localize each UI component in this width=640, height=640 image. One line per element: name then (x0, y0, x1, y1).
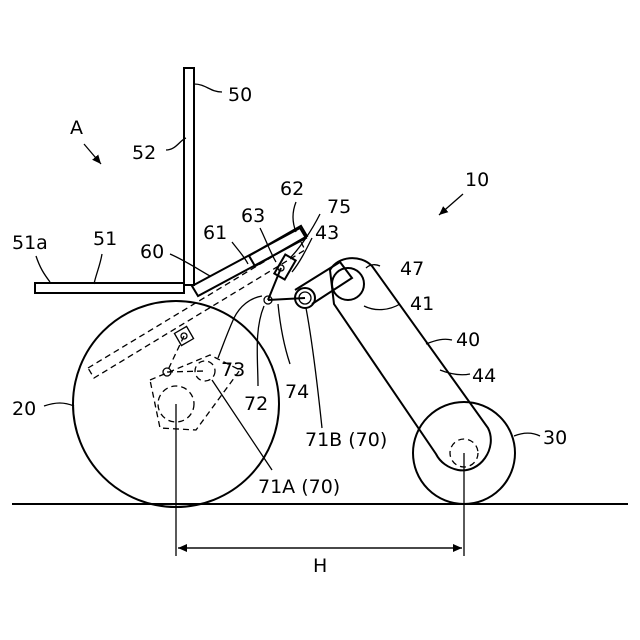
label-51a: 51a (12, 232, 48, 254)
leader-41 (364, 304, 400, 310)
label-74: 74 (285, 381, 309, 403)
label-73: 73 (221, 359, 245, 381)
leader-62 (293, 202, 296, 232)
label-52: 52 (132, 142, 156, 164)
leader-51 (94, 254, 102, 284)
seat-back (184, 68, 194, 285)
label-63: 63 (241, 205, 265, 227)
label-44: 44 (472, 365, 496, 387)
label-75: 75 (327, 196, 351, 218)
label-43: 43 (315, 222, 339, 244)
label-60: 60 (140, 241, 164, 263)
label-71A: 71A (70) (258, 476, 340, 498)
label-47: 47 (400, 258, 424, 280)
label-51: 51 (93, 228, 117, 250)
label-10: 10 (465, 169, 489, 191)
leader-50 (194, 84, 222, 92)
seat (35, 283, 184, 293)
slider-62 (249, 226, 307, 266)
label-H: H (313, 555, 327, 577)
label-50: 50 (228, 84, 252, 106)
leader-40 (426, 339, 452, 344)
leader-73 (218, 296, 262, 358)
leader-20 (44, 403, 74, 406)
leader-44 (440, 370, 470, 375)
label-71B: 71B (70) (305, 429, 387, 451)
view-A-arrow (84, 144, 101, 164)
label-20: 20 (12, 398, 36, 420)
leader-63 (260, 228, 276, 262)
leader-74 (278, 304, 290, 364)
ref-10-arrow (439, 194, 463, 215)
leader-71B (306, 308, 322, 428)
label-40: 40 (456, 329, 480, 351)
leader-60 (170, 254, 210, 276)
label-view-A: A (70, 117, 83, 139)
label-62: 62 (280, 178, 304, 200)
label-30: 30 (543, 427, 567, 449)
leader-30 (514, 433, 540, 436)
label-41: 41 (410, 293, 434, 315)
label-61: 61 (203, 222, 227, 244)
leader-51a (36, 256, 50, 282)
rail-60-dashed (88, 240, 305, 378)
label-72: 72 (244, 393, 268, 415)
